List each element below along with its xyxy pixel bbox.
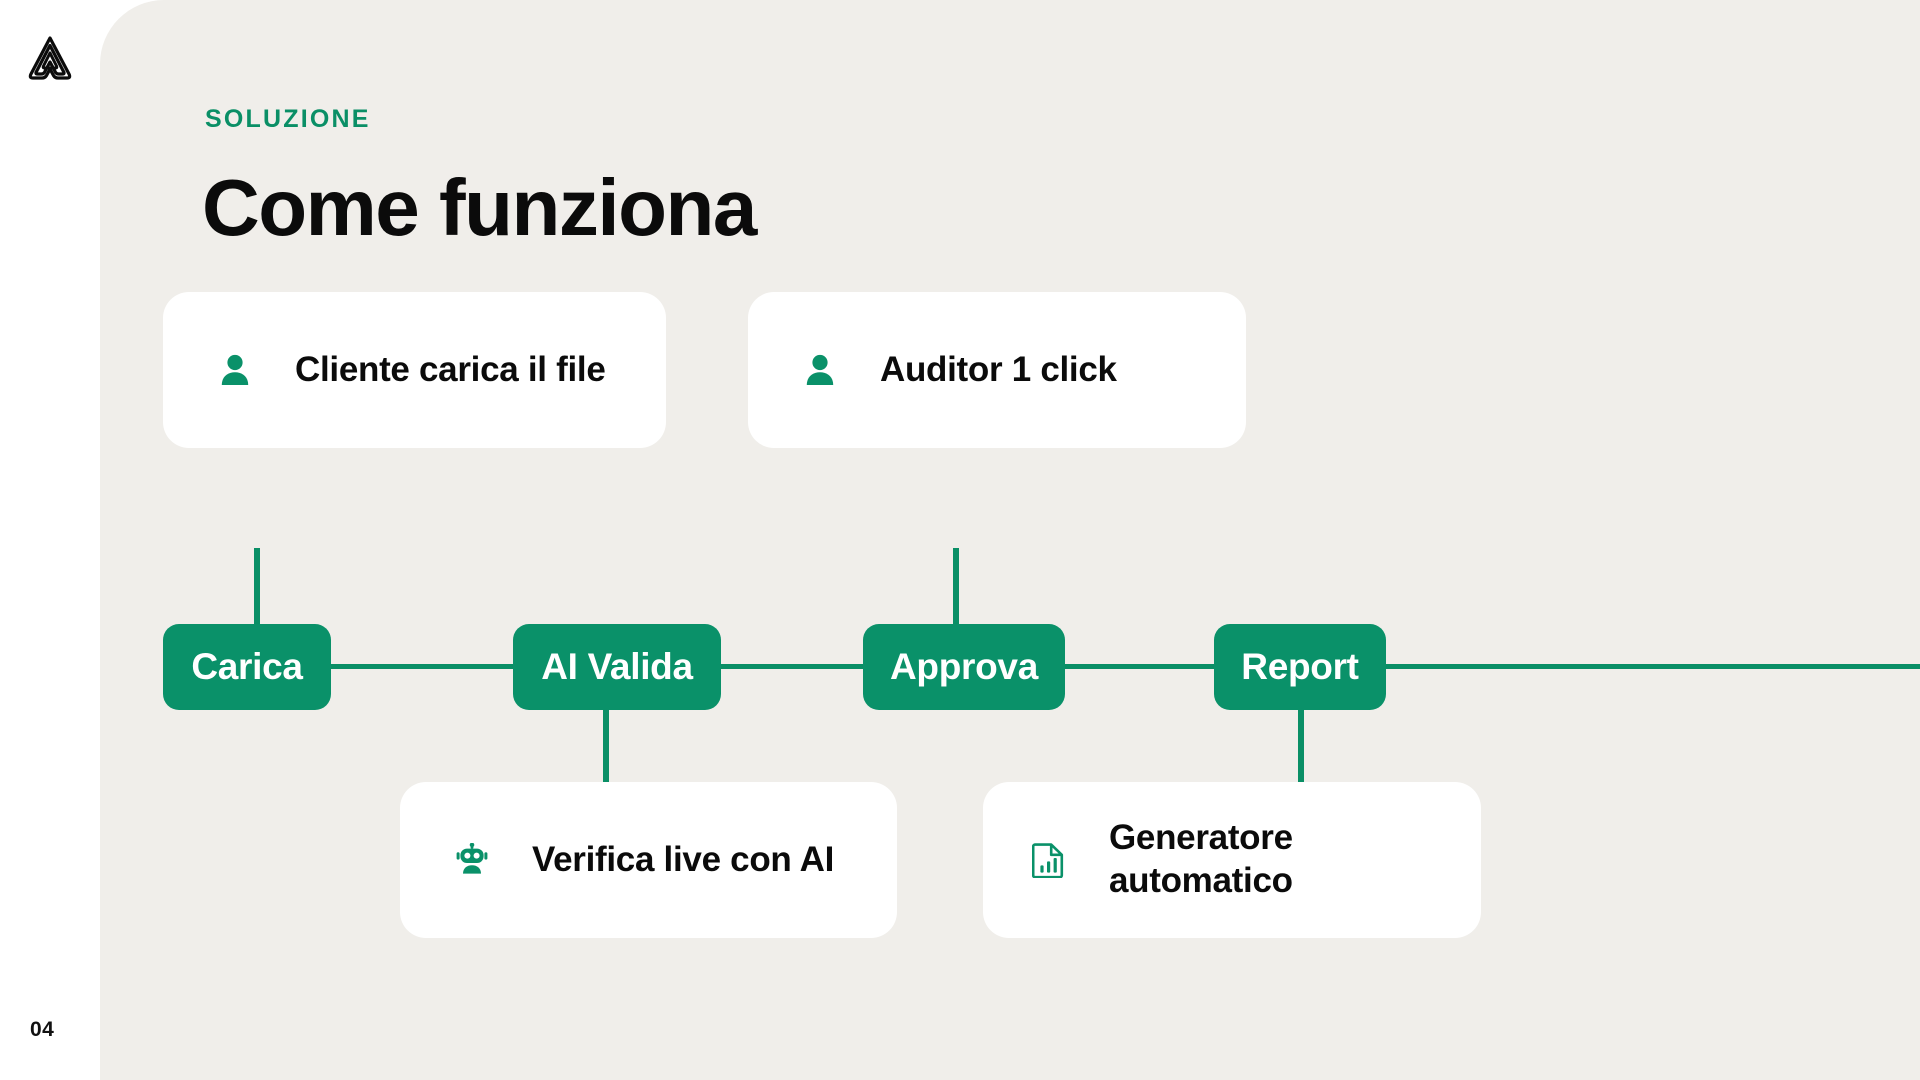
step-pill-label: Carica xyxy=(191,646,303,687)
card-auditor-1-click[interactable]: Auditor 1 click xyxy=(748,292,1246,448)
connector-aivalida-to-card xyxy=(603,702,609,782)
connector-carica-aivalida xyxy=(330,664,535,669)
connector-report-end xyxy=(1370,664,1920,669)
card-label: Auditor 1 click xyxy=(880,349,1117,389)
section-eyebrow: SOLUZIONE xyxy=(205,105,371,133)
report-chart-icon xyxy=(1029,838,1069,882)
step-pill-approva[interactable]: Approva xyxy=(863,624,1065,710)
connector-approva-to-card xyxy=(953,548,959,626)
step-pill-report[interactable]: Report xyxy=(1214,624,1386,710)
connector-report-to-card xyxy=(1298,702,1304,782)
step-pill-ai-valida[interactable]: AI Valida xyxy=(513,624,721,710)
person-icon xyxy=(800,348,840,392)
step-pill-label: AI Valida xyxy=(541,646,693,687)
card-label: Generatore automatico xyxy=(1109,818,1293,900)
page-number: 04 xyxy=(30,1018,55,1041)
step-pill-label: Approva xyxy=(890,646,1038,687)
step-pill-label: Report xyxy=(1241,646,1359,687)
connector-carica-to-card xyxy=(254,548,260,626)
card-cliente-carica-il-file[interactable]: Cliente carica il file xyxy=(163,292,666,448)
connector-aivalida-approva xyxy=(700,664,880,669)
card-label: Verifica live con AI xyxy=(532,839,835,879)
person-icon xyxy=(215,348,255,392)
card-generatore-automatico[interactable]: Generatore automatico xyxy=(983,782,1481,938)
robot-icon xyxy=(452,838,492,882)
brand-logo-icon xyxy=(22,30,78,86)
connector-approva-report xyxy=(1048,664,1238,669)
card-verifica-live-con-ai[interactable]: Verifica live con AI xyxy=(400,782,897,938)
step-pill-carica[interactable]: Carica xyxy=(163,624,331,710)
page-title: Come funziona xyxy=(202,163,757,252)
left-rail: 04 xyxy=(0,0,100,1080)
card-label: Cliente carica il file xyxy=(295,349,606,389)
